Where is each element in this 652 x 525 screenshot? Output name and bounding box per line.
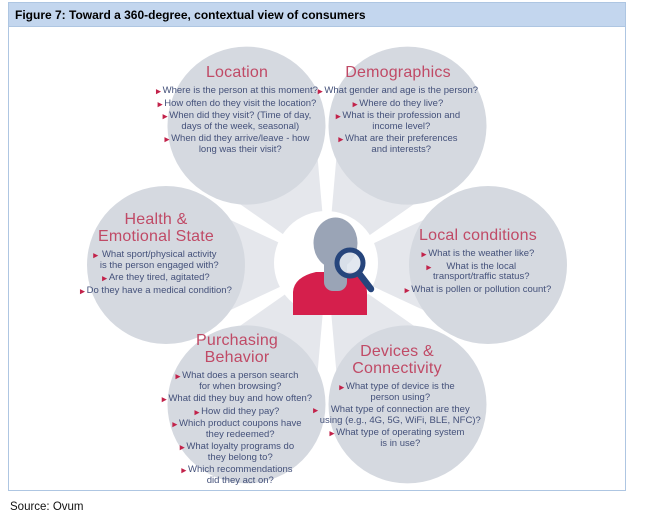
flower-diagram	[87, 46, 567, 484]
bullet-item: ▸What gender and age is the person?	[317, 85, 479, 96]
bullet-arrow-icon: ▸	[339, 382, 344, 392]
bullet-item: ▸What is the local transport/traffic sta…	[426, 260, 530, 282]
petal-devices-title: Devices & Connectivity	[352, 343, 442, 377]
petal-location: Location ▸Where is the person at this mo…	[145, 64, 329, 157]
circle-devices	[328, 325, 487, 484]
bullet-arrow-icon: ▸	[179, 442, 185, 452]
bullet-arrow-icon: ▸	[156, 86, 161, 96]
bullet-arrow-icon: ▸	[426, 261, 432, 272]
petal-demographics: Demographics ▸What gender and age is the…	[306, 64, 490, 157]
petal-circles	[87, 46, 567, 484]
bullet-arrow-icon: ▸	[175, 371, 181, 381]
petal-devices: Devices & Connectivity ▸What type of dev…	[309, 343, 485, 451]
petal-location-bullets: ▸Where is the person at this moment? ▸Ho…	[145, 85, 329, 155]
bullet-item: ▸Are they tired, agitated?	[102, 272, 210, 283]
petal-health-bullets: ▸What sport/physical activity is the per…	[68, 249, 244, 296]
figure-box: Figure 7: Toward a 360-degree, contextua…	[8, 2, 626, 491]
petal-health: Health & Emotional State ▸What sport/phy…	[68, 211, 244, 298]
bullet-arrow-icon: ▸	[164, 134, 170, 144]
petal-demographics-bullets: ▸What gender and age is the person? ▸Whe…	[306, 85, 490, 155]
petal-demographics-title: Demographics	[345, 64, 451, 81]
magnifier-handle	[356, 270, 375, 293]
bullet-item: ▸What is the weather like?	[421, 248, 535, 259]
petal-purchasing-title: Purchasing Behavior	[195, 332, 279, 366]
bullet-arrow-icon: ▸	[313, 405, 318, 415]
bullet-item: ▸When did they arrive/leave - how long w…	[164, 133, 310, 155]
bullet-arrow-icon: ▸	[352, 98, 358, 109]
bullet-item: ▸What did they buy and how often?	[161, 393, 313, 404]
petal-local-conditions: Local conditions ▸What is the weather li…	[390, 227, 566, 297]
circle-local-conditions	[409, 186, 567, 344]
bullet-arrow-icon: ▸	[161, 394, 167, 404]
circle-health	[87, 186, 245, 344]
bullet-item: ▸How often do they visit the location?	[157, 97, 317, 109]
petal-local-conditions-bullets: ▸What is the weather like? ▸What is the …	[390, 248, 566, 295]
bullet-item: ▸Which recommendations did they act on?	[181, 464, 293, 486]
bullet-item: ▸What is pollen or pollution count?	[404, 283, 552, 295]
bullet-item: ▸What sport/physical activity is the per…	[93, 249, 219, 271]
source-note: Source: Ovum	[10, 501, 84, 513]
figure-title-bar: Figure 7: Toward a 360-degree, contextua…	[9, 3, 625, 27]
petal-health-title: Health & Emotional State	[98, 211, 214, 245]
circle-purchasing	[167, 325, 326, 484]
bullet-arrow-icon: ▸	[329, 428, 335, 438]
figure-title: Figure 7: Toward a 360-degree, contextua…	[15, 7, 366, 22]
bullet-arrow-icon: ▸	[317, 86, 323, 96]
magnifier-lens	[334, 247, 366, 279]
bullet-arrow-icon: ▸	[172, 419, 177, 429]
petal-location-title: Location	[205, 64, 269, 81]
bullet-arrow-icon: ▸	[162, 111, 168, 121]
petal-purchasing: Purchasing Behavior ▸What does a person …	[149, 332, 325, 488]
bullet-item: ▸What does a person search for when brow…	[175, 370, 299, 392]
bullet-arrow-icon: ▸	[338, 134, 344, 144]
bullet-item: ▸Do they have a medical condition?	[80, 284, 232, 296]
bullet-arrow-icon: ▸	[404, 284, 410, 295]
bullet-arrow-icon: ▸	[93, 250, 98, 260]
bullet-item: ▸When did they visit? (Time of day, days…	[162, 110, 312, 132]
bullet-item: ▸What is their profession and income lev…	[335, 110, 461, 132]
bullet-item: ▸How did they pay?	[194, 405, 280, 417]
bullet-item: ▸What type of connection are they using …	[313, 404, 481, 426]
person-body	[293, 272, 367, 315]
petal-local-conditions-title: Local conditions	[419, 227, 537, 244]
bullet-item: ▸Where is the person at this moment?	[156, 85, 318, 96]
person-with-magnifier-icon	[293, 217, 375, 315]
bullet-item: ▸What are their preferences and interest…	[338, 133, 458, 155]
bullet-item: ▸What loyalty programs do they belong to…	[179, 441, 295, 463]
petal-devices-bullets: ▸What type of device is the person using…	[309, 381, 485, 449]
bullet-item: ▸Which product coupons have they redeeme…	[172, 418, 302, 440]
circle-location	[167, 46, 326, 205]
bullet-arrow-icon: ▸	[157, 98, 163, 109]
bullet-arrow-icon: ▸	[194, 406, 200, 417]
circle-demographics	[328, 46, 487, 205]
bullet-arrow-icon: ▸	[335, 111, 341, 121]
bullet-item: ▸What type of operating system is in use…	[329, 427, 465, 449]
bullet-item: ▸What type of device is the person using…	[339, 381, 455, 403]
petal-purchasing-bullets: ▸What does a person search for when brow…	[149, 370, 325, 486]
bullet-arrow-icon: ▸	[181, 465, 186, 475]
bullet-arrow-icon: ▸	[102, 273, 107, 283]
bullet-arrow-icon: ▸	[421, 249, 427, 259]
bullet-arrow-icon: ▸	[80, 285, 85, 296]
bullet-item: ▸Where do they live?	[352, 97, 444, 109]
